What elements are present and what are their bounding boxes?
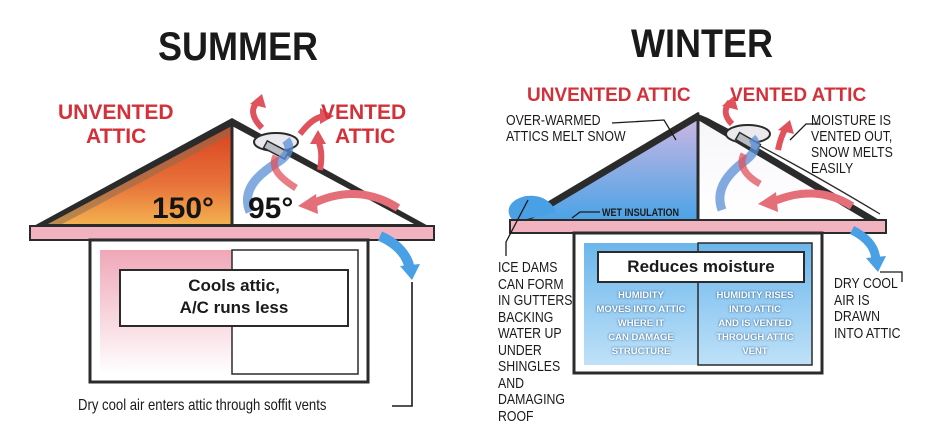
summer-vented-label-line2: ATTIC xyxy=(335,125,396,148)
winter-eave-trim xyxy=(509,219,887,234)
winter-info-box xyxy=(597,251,805,283)
moisture-leader-line xyxy=(789,123,820,141)
summer-soffit-intake-arrow xyxy=(377,231,415,272)
dry-cool-leader-line xyxy=(880,271,903,282)
summer-soffit-note: Dry cool air enters attic through soffit… xyxy=(78,397,327,414)
wet-insulation-label: WET INSULATION xyxy=(602,207,680,219)
summer-hot-air-arrow-3 xyxy=(315,138,325,171)
summer-intake-arrow xyxy=(310,190,401,212)
summer-box-line1: Cools attic, xyxy=(188,276,280,295)
summer-soffit-leader-line xyxy=(392,282,413,407)
winter-title: WINTER xyxy=(631,22,773,66)
winter-soffit-intake-arrow xyxy=(849,225,881,263)
winter-vented-label: VENTED ATTIC xyxy=(730,85,867,106)
winter-left-room-text: HUMIDITY MOVES INTO ATTIC WHERE IT CAN D… xyxy=(596,290,686,357)
moisture-note-line3: SNOW MELTS xyxy=(811,144,893,161)
summer-airflow-swirl xyxy=(243,137,294,214)
winter-unvented-label: UNVENTED ATTIC xyxy=(527,85,691,106)
moisture-note-line4: EASILY xyxy=(811,160,854,177)
overwarmed-note-line1: OVER-WARMED xyxy=(506,112,601,129)
summer-title: SUMMER xyxy=(158,25,319,69)
dry-cool-note: DRY COOL AIR IS DRAWN INTO ATTIC xyxy=(834,275,901,342)
winter-house xyxy=(505,96,903,375)
overwarmed-leader-line xyxy=(611,119,677,141)
overwarmed-note-line2: ATTICS MELT SNOW xyxy=(506,128,626,145)
winter-snow-layer xyxy=(699,109,886,214)
winter-box-title: Reduces moisture xyxy=(627,257,775,276)
summer-unvented-label-line1: UNVENTED xyxy=(58,101,174,124)
moisture-note-line2: VENTED OUT, xyxy=(811,128,893,145)
winter-unvented-attic-fill xyxy=(530,120,698,220)
summer-vented-label-line1: VENTED xyxy=(321,101,407,124)
summer-eave-trim xyxy=(29,225,435,241)
winter-right-room-text: HUMIDITY RISES INTO ATTIC AND IS VENTED … xyxy=(716,290,794,357)
summer-box-line2: A/C runs less xyxy=(179,298,289,317)
summer-vented-temperature: 95° xyxy=(248,192,294,225)
ice-dam-leader-line xyxy=(505,199,529,256)
moisture-note-line1: MOISTURE IS xyxy=(811,112,891,129)
winter-airflow-swirl xyxy=(715,134,760,212)
ice-dams-note: ICE DAMS CAN FORM IN GUTTERS BACKING WAT… xyxy=(498,259,573,425)
summer-unvented-label-line2: ATTIC xyxy=(86,125,147,148)
summer-house xyxy=(29,94,435,407)
winter-intake-arrow xyxy=(770,189,855,210)
summer-unvented-temperature: 150° xyxy=(152,192,215,225)
summer-info-box xyxy=(119,269,349,327)
summer-insulation-band xyxy=(48,126,232,224)
